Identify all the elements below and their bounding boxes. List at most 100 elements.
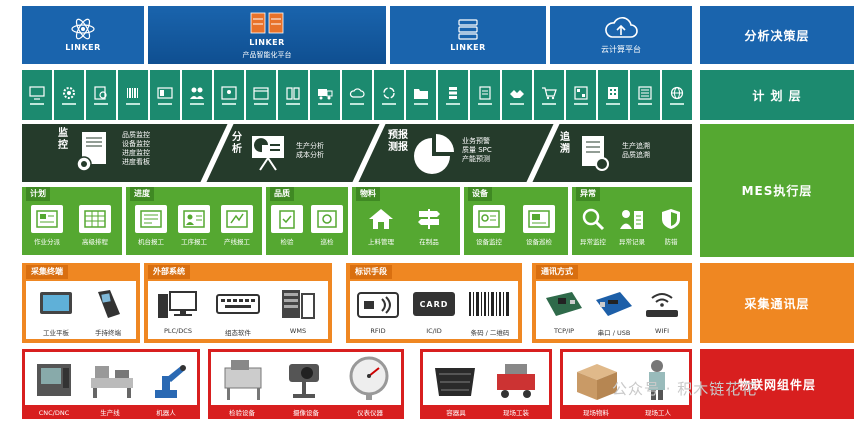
mes-item: 作业分派: [28, 205, 66, 246]
tablet-icon: [28, 287, 84, 321]
mes-item-label: 在制品: [419, 238, 439, 246]
iot-label: 现场物料: [583, 409, 609, 417]
comm-item: TCP/IP: [536, 287, 592, 335]
comm-item: RFID: [350, 287, 406, 335]
analysis-title-forecast: 预报测报: [388, 130, 408, 153]
plan-cell: [214, 70, 244, 120]
comm-item: 串口 / USB: [586, 287, 642, 337]
equipment-inspect-icon: [523, 205, 555, 233]
line-report-icon: [221, 205, 253, 233]
report-icon: [76, 132, 106, 172]
module-tag: 采集终端: [26, 265, 68, 279]
building-icon: [608, 86, 618, 99]
mes-item-label: 上料管理: [368, 238, 394, 246]
plan-icon-row: [22, 70, 692, 120]
iot-label: 现场工人: [645, 409, 671, 417]
plan-cell: [86, 70, 116, 120]
mes-item: 上料管理: [362, 205, 400, 246]
truck-icon: [318, 88, 333, 99]
iot-group-fixtures: 容器具 现场工装: [420, 349, 552, 419]
decision-box-cloud: 云计算平台: [550, 6, 692, 64]
iot-panel: [25, 352, 197, 405]
inspection-icon: [311, 205, 343, 233]
globe-icon: [670, 86, 684, 99]
plan-cell: [598, 70, 628, 120]
plan-cell: [438, 70, 468, 120]
comm-item: WMS: [270, 287, 326, 335]
ic-card-icon: CARD: [406, 287, 462, 321]
arduino-board-icon: [586, 287, 642, 321]
user-record-icon: [616, 205, 648, 233]
mes-item: 异常监控: [574, 205, 612, 246]
mes-item: 设备巡检: [520, 205, 558, 246]
mes-item-label: 高级排程: [82, 238, 108, 246]
mes-module-plan: 计划 作业分派 高级排程: [22, 187, 122, 255]
mes-item: 检验: [268, 205, 306, 246]
module-tag: 进度: [130, 187, 154, 201]
comm-item-label: IC/ID: [426, 327, 442, 335]
analysis-item: 业务预警: [462, 137, 490, 145]
comm-item: CARD IC/ID: [406, 287, 462, 335]
analysis-items-monitor: 品质监控 设备监控 进度监控 进度看板: [122, 131, 150, 167]
comm-item: 手持终端: [80, 287, 136, 337]
platform-caption: 产品智能化平台: [242, 50, 292, 59]
atom-icon: [71, 18, 95, 40]
equipment-monitor-icon: [473, 205, 505, 233]
mes-item-label: 异常记录: [619, 238, 645, 246]
worker-report-icon: [178, 205, 210, 233]
mes-item-label: 产线报工: [224, 238, 250, 246]
iot-panel: [423, 352, 549, 405]
mes-item-label: 工序报工: [181, 238, 207, 246]
cloud-upload-icon: [605, 17, 638, 38]
handheld-terminal-icon: [80, 287, 136, 321]
mes-item: 设备监控: [470, 205, 508, 246]
iot-label: 检验设备: [229, 409, 255, 417]
linker-logo: LINKER: [65, 43, 101, 52]
layer-label-comm: 采集通讯层: [700, 263, 854, 343]
keyboard-icon: [210, 287, 266, 321]
mes-item-label: 检验: [280, 238, 294, 246]
pie-chart-icon: [414, 134, 454, 174]
mes-item: 产线报工: [218, 205, 256, 246]
cnc-machine-icon: [37, 364, 71, 396]
gear-icon: [63, 86, 75, 99]
barcode-icon: [462, 287, 518, 321]
plan-cell: [118, 70, 148, 120]
magnifier-icon: [577, 205, 609, 233]
plan-cell: [406, 70, 436, 120]
shield-icon: [655, 205, 687, 233]
iot-label: 现场工装: [503, 409, 529, 417]
rfid-card-icon: [350, 287, 406, 321]
plan-cell: [22, 70, 52, 120]
module-tag: 设备: [468, 187, 492, 201]
layer-label-mes: MES执行层: [700, 124, 854, 257]
camera-device-icon: [289, 364, 319, 398]
mes-item: 高级排程: [76, 205, 114, 246]
module-tag: 标识手段: [350, 265, 392, 279]
analysis-item: 产能预测: [462, 155, 490, 163]
mes-item-label: 异常监控: [580, 238, 606, 246]
comm-item: PLC/DCS: [150, 287, 206, 335]
analysis-items-trace: 生产追溯 品质追溯: [622, 142, 650, 160]
plan-cell: [374, 70, 404, 120]
plan-cell: [470, 70, 500, 120]
plan-cell: [246, 70, 276, 120]
card-text: CARD: [413, 292, 455, 316]
mes-item: 机台报工: [132, 205, 170, 246]
plan-cell: [566, 70, 596, 120]
worker-icon: [649, 360, 665, 400]
plan-cell: [342, 70, 372, 120]
analysis-item: 品质追溯: [622, 151, 650, 159]
module-tag: 外部系统: [148, 265, 190, 279]
plan-cell: [502, 70, 532, 120]
comm-item-label: 手持终端: [95, 329, 121, 337]
plan-cell: [310, 70, 340, 120]
layer-label-plan: 计 划 层: [700, 70, 854, 120]
iot-label: 机器人: [156, 409, 176, 417]
comm-module-identify: 标识手段 RFID CARD IC/ID 条码 / 二维码: [346, 263, 522, 343]
comm-item-label: WMS: [289, 327, 307, 335]
analysis-title-monitor: 监控: [58, 128, 68, 151]
mes-item: 异常记录: [613, 205, 651, 246]
comm-item-label: 条码 / 二维码: [470, 329, 510, 337]
calendar-icon: [253, 86, 269, 100]
